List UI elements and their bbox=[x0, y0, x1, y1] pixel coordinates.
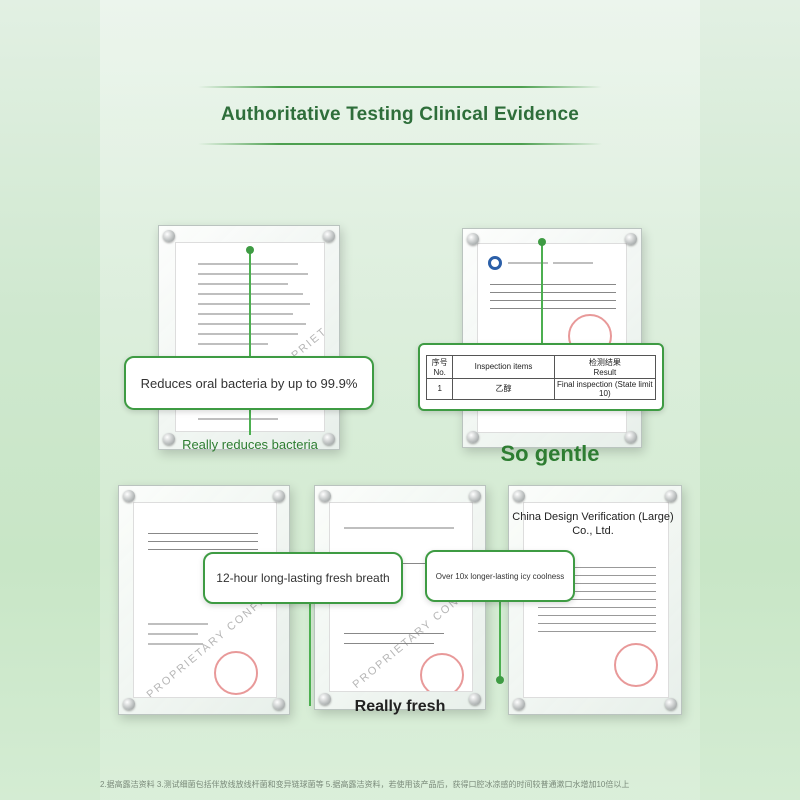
title-rule-bottom bbox=[198, 143, 602, 145]
frame-1-screw bbox=[323, 230, 335, 242]
frame-5-screw bbox=[665, 490, 677, 502]
frame-3-screw bbox=[123, 698, 135, 710]
connector-line-2 bbox=[541, 242, 543, 346]
frame-4-screw bbox=[319, 693, 331, 705]
connector-line-4 bbox=[499, 560, 501, 680]
frame-5-screw bbox=[513, 490, 525, 502]
connector-dot-4 bbox=[496, 676, 504, 684]
red-seal-icon bbox=[420, 653, 464, 691]
connector-line-3 bbox=[309, 556, 311, 706]
frame-1-screw bbox=[323, 433, 335, 445]
frame-2-screw bbox=[625, 233, 637, 245]
certificate-logo-icon bbox=[488, 256, 502, 270]
title-rule-top bbox=[198, 86, 602, 88]
red-seal-icon bbox=[214, 651, 258, 695]
frame-3-screw bbox=[273, 490, 285, 502]
frame-5-screw bbox=[513, 698, 525, 710]
connector-line-1 bbox=[249, 250, 251, 435]
label-company: China Design Verification (Large) Co., L… bbox=[512, 511, 674, 537]
frame-4-screw bbox=[469, 490, 481, 502]
label-so-gentle: So gentle bbox=[500, 441, 600, 466]
callout-bacteria: Reduces oral bacteria by up to 99.9% bbox=[124, 356, 374, 410]
frame-4-screw bbox=[319, 490, 331, 502]
frame-2-screw bbox=[625, 431, 637, 443]
callout-icy-coolness: Over 10x longer-lasting icy coolness bbox=[425, 550, 575, 602]
certificate-frame-2 bbox=[462, 228, 642, 448]
label-really-fresh: Really fresh bbox=[354, 698, 446, 715]
table-row: 1 乙醇 Final inspection (State limit 10) bbox=[425, 377, 657, 400]
frame-3-screw bbox=[123, 490, 135, 502]
frame-1-screw bbox=[163, 433, 175, 445]
connector-dot-1 bbox=[246, 246, 254, 254]
red-seal-icon bbox=[614, 643, 658, 687]
frame-2-screw bbox=[467, 233, 479, 245]
frame-1-screw bbox=[163, 230, 175, 242]
frame-2-screw bbox=[467, 431, 479, 443]
frame-5-screw bbox=[665, 698, 677, 710]
label-really-reduces: Really reduces bacteria bbox=[182, 437, 318, 452]
footer-note: 2.据高露洁资料 3.测试细菌包括伴放线放线杆菌和变异链球菌等 5.据高露洁资料… bbox=[100, 780, 630, 789]
connector-dot-2 bbox=[538, 238, 546, 246]
page-title: Authoritative Testing Clinical Evidence bbox=[221, 104, 579, 125]
frame-3-screw bbox=[273, 698, 285, 710]
frame-4-screw bbox=[469, 693, 481, 705]
callout-fresh-breath: 12-hour long-lasting fresh breath bbox=[203, 552, 403, 604]
